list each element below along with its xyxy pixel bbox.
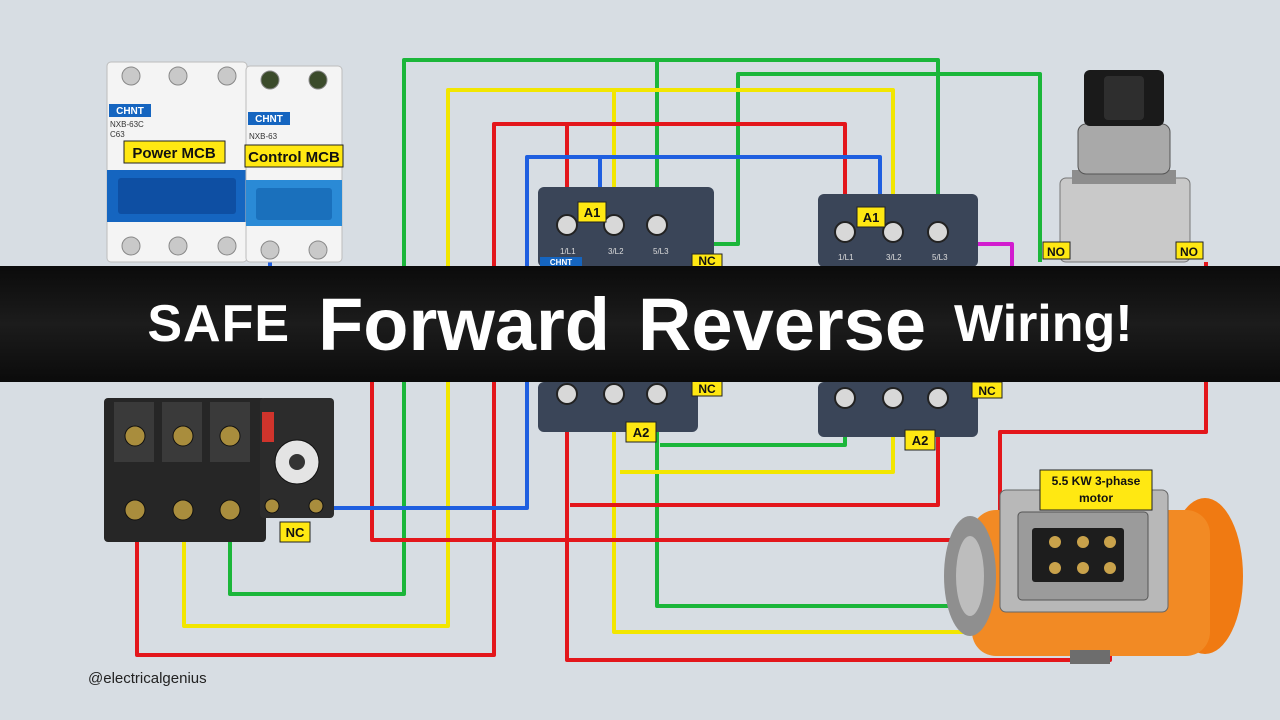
power-mcb-brand: CHNT bbox=[116, 106, 144, 117]
wire-red-control-loop bbox=[370, 262, 1208, 542]
title-word-wiring: Wiring! bbox=[954, 295, 1133, 353]
k1-brand: CHNT bbox=[550, 258, 572, 267]
control-mcb-brand: CHNT bbox=[255, 114, 283, 125]
control-mcb-label: Control MCB bbox=[248, 149, 340, 166]
control-mcb-model: NXB-63 bbox=[249, 132, 278, 141]
k1-a1-label: A1 bbox=[584, 205, 601, 220]
k1-terminal-l1: 1/L1 bbox=[560, 247, 576, 256]
wire-blue-nc bbox=[316, 155, 882, 510]
wire-magenta-1 bbox=[975, 242, 1014, 266]
motor: 5.5 KW 3-phase motor bbox=[944, 469, 1243, 664]
wire-red-outer bbox=[135, 122, 847, 657]
power-mcb-model: NXB-63C bbox=[110, 120, 144, 129]
k1-nc-top-label: NC bbox=[698, 254, 716, 268]
k2-terminal-l3: 5/L3 bbox=[932, 253, 948, 262]
power-mcb: CHNT NXB-63C C63 Power MCB bbox=[106, 61, 248, 263]
k1-nc-bottom-label: NC bbox=[698, 382, 716, 396]
selector-switch: NO NO bbox=[1042, 70, 1204, 263]
contactor-2: 1/L1 3/L2 5/L3 A1 NC A2 bbox=[818, 194, 1003, 451]
k2-a1-label: A1 bbox=[863, 210, 880, 225]
title-banner: SAFE Forward Reverse Wiring! bbox=[0, 266, 1280, 382]
k2-terminal-l1: 1/L1 bbox=[838, 253, 854, 262]
channel-handle: @electricalgenius bbox=[88, 670, 207, 687]
k2-nc-bottom-label: NC bbox=[978, 384, 996, 398]
k1-terminal-l3: 5/L3 bbox=[653, 247, 669, 256]
title-word-reverse: Reverse bbox=[637, 282, 926, 366]
power-mcb-rating: C63 bbox=[110, 130, 125, 139]
motor-label-line2: motor bbox=[1079, 491, 1113, 505]
k1-a2-label: A2 bbox=[633, 425, 650, 440]
title-text: SAFE Forward Reverse Wiring! bbox=[0, 266, 1280, 382]
overload-nc-label: NC bbox=[286, 525, 305, 540]
wire-green-control bbox=[700, 72, 1042, 262]
k2-terminal-l2: 3/L2 bbox=[886, 253, 902, 262]
title-word-safe: SAFE bbox=[147, 295, 291, 353]
overload-relay: NC bbox=[104, 398, 334, 543]
power-mcb-label: Power MCB bbox=[132, 145, 216, 162]
switch-no-right-label: NO bbox=[1180, 245, 1198, 259]
control-mcb: CHNT NXB-63 Control MCB bbox=[244, 65, 344, 263]
switch-no-left-label: NO bbox=[1047, 245, 1065, 259]
k1-terminal-l2: 3/L2 bbox=[608, 247, 624, 256]
k2-a2-label: A2 bbox=[912, 433, 929, 448]
motor-label-line1: 5.5 KW 3-phase bbox=[1052, 474, 1141, 488]
title-word-forward: Forward bbox=[318, 282, 610, 366]
contactor-1: 1/L1 3/L2 5/L3 CHNT A1 NC NC A2 bbox=[538, 187, 723, 443]
